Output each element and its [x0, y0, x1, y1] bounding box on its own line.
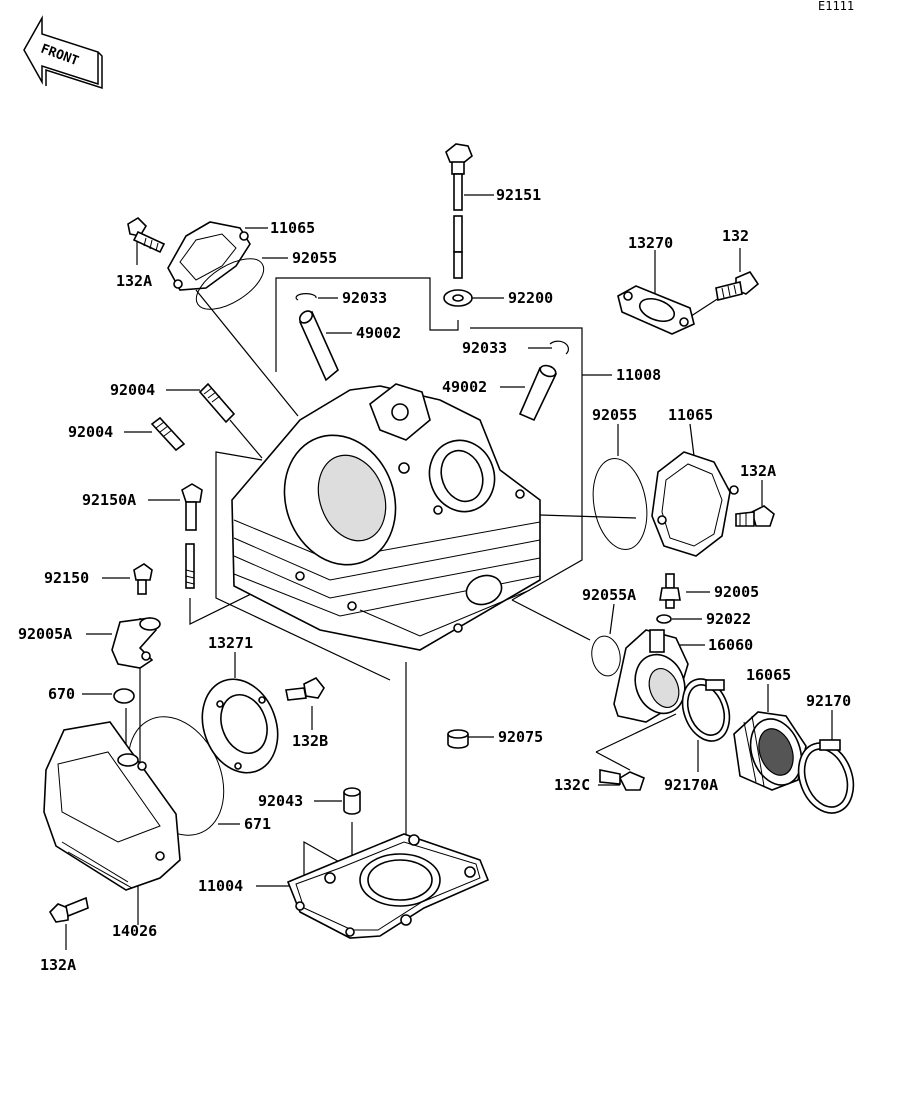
label-92055-top: 92055: [292, 249, 337, 267]
washer-92022-icon: [656, 614, 672, 624]
head-gasket-11004-icon: [286, 833, 490, 939]
label-671: 671: [244, 815, 271, 833]
bolt-132A-top-icon: [127, 216, 166, 254]
label-92150: 92150: [44, 569, 89, 587]
label-132: 132: [722, 227, 749, 245]
gasket-13271-icon: [201, 678, 279, 774]
clip-92033-a-icon: [295, 293, 317, 301]
dowel-92075-icon: [447, 729, 469, 749]
label-92075: 92075: [498, 728, 543, 746]
label-92055-right: 92055: [592, 406, 637, 424]
dowel-92043-icon: [343, 787, 361, 815]
stud-92004-b-icon: [150, 416, 186, 452]
clip-92033-b-icon: [549, 340, 570, 355]
bolt-92150A-icon: [181, 483, 203, 589]
label-11008: 11008: [616, 366, 661, 384]
label-92170: 92170: [806, 692, 851, 710]
label-92150A: 92150A: [82, 491, 136, 509]
label-13270: 13270: [628, 234, 673, 252]
label-132C: 132C: [554, 776, 590, 794]
label-14026: 14026: [112, 922, 157, 940]
label-92004-a: 92004: [110, 381, 155, 399]
label-16060: 16060: [708, 636, 753, 654]
clamp-92170A-icon: [681, 678, 731, 742]
label-11065-top: 11065: [270, 219, 315, 237]
cylinder-head-11008-icon: [231, 383, 541, 651]
part-labels: 92151 11065 92055 132A 13270 132 92033 9…: [18, 186, 851, 974]
label-92043: 92043: [258, 792, 303, 810]
elbow-92005A-icon: [111, 617, 161, 669]
clamp-92170-icon: [797, 739, 855, 814]
guide-49002-b-icon: [518, 364, 558, 422]
label-132A-right: 132A: [740, 462, 776, 480]
bolt-132A-bottom-icon: [48, 896, 89, 923]
cover-14026-icon: [43, 721, 181, 891]
front-arrow-icon: FRONT: [23, 15, 103, 90]
bolt-92151-icon: [445, 143, 473, 279]
bolt-132C-icon: [599, 769, 645, 791]
cover-11065-right-icon: [651, 451, 739, 557]
o-ring-92055-right-icon: [592, 457, 648, 551]
stud-92004-a-icon: [198, 382, 236, 424]
label-132A-top: 132A: [116, 272, 152, 290]
label-92033-b: 92033: [462, 339, 507, 357]
label-49002-a: 49002: [356, 324, 401, 342]
leader-lines: [65, 194, 833, 950]
label-11004: 11004: [198, 877, 243, 895]
o-ring-670-icon: [113, 688, 135, 704]
o-ring-92055A-icon: [591, 635, 621, 677]
label-132A-bottom: 132A: [40, 956, 76, 974]
pipe-16060-icon: [613, 629, 689, 723]
label-92055A: 92055A: [582, 586, 636, 604]
o-ring-92055-top-icon: [195, 258, 265, 310]
label-49002-b: 49002: [442, 378, 487, 396]
label-11065-right: 11065: [668, 406, 713, 424]
bolt-132-icon: [715, 271, 760, 301]
label-92200: 92200: [508, 289, 553, 307]
diagram-code: E1111: [818, 0, 854, 13]
label-92004-b: 92004: [68, 423, 113, 441]
label-132B: 132B: [292, 732, 328, 750]
bolt-132A-right-icon: [735, 505, 775, 527]
rubber-16065-icon: [733, 711, 807, 791]
fitting-92005-icon: [659, 573, 681, 609]
label-92151: 92151: [496, 186, 541, 204]
cover-11065-top-icon: [167, 221, 251, 291]
label-92005-right: 92005: [714, 583, 759, 601]
label-92022: 92022: [706, 610, 751, 628]
label-92033-a: 92033: [342, 289, 387, 307]
bolt-132B-icon: [285, 676, 325, 701]
bolt-92150-icon: [133, 563, 153, 595]
label-670: 670: [48, 685, 75, 703]
guide-49002-a-icon: [298, 310, 339, 382]
plate-13270-icon: [617, 285, 695, 335]
label-92170A: 92170A: [664, 776, 718, 794]
label-13271: 13271: [208, 634, 253, 652]
label-92005A: 92005A: [18, 625, 72, 643]
washer-92200-icon: [443, 289, 473, 307]
label-16065: 16065: [746, 666, 791, 684]
